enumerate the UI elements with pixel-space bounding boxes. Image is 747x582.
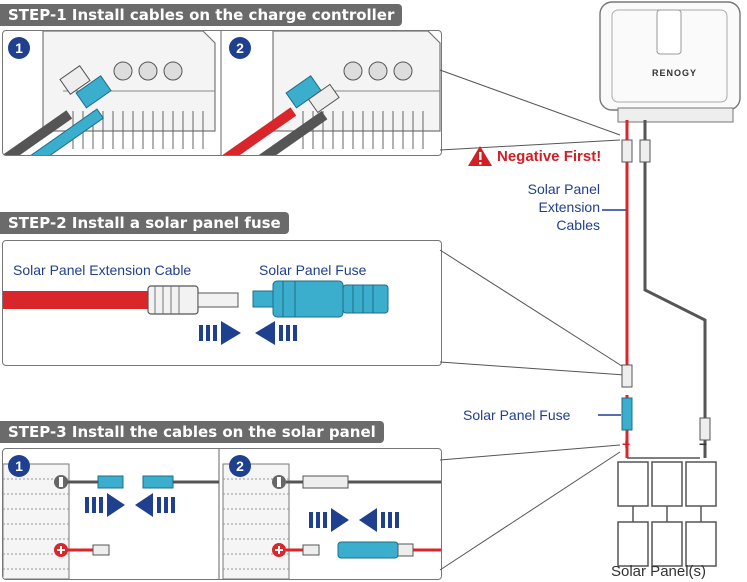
push-arrow-icon [85,493,125,517]
solar-panel-array [617,461,717,567]
fuse-label-right: Solar Panel Fuse [463,407,571,423]
step-1-panel: 1 2 [2,30,442,156]
step-1-badge-1: 1 [8,37,30,59]
negative-cable [643,120,707,420]
minus-sign-label: − [699,436,708,452]
solar-panels-label: Solar Panel(s) [611,563,707,580]
push-arrow-icon [309,508,349,532]
push-arrow-icon [359,508,399,532]
step-1-banner: STEP-1 Install cables on the charge cont… [0,4,403,26]
step-2-title: STEP-2 Install a solar panel fuse [8,214,281,232]
step-2-panel: Solar Panel Extension Cable Solar Panel … [2,240,442,366]
extension-cables-label: Solar Panel Extension Cables [527,181,600,233]
fuse-label-step2: Solar Panel Fuse [259,262,367,278]
step-3-badge-1: 1 [8,455,30,477]
extension-cable-red [3,291,148,309]
step-3-title: STEP-3 Install the cables on the solar p… [8,423,376,441]
push-arrow-icon [135,493,175,517]
step-3-panel: 1 2 [2,448,442,580]
step-2-illustration [3,280,389,345]
solar-panel-fuse [252,280,389,318]
negative-first-warning: Negative First! [497,148,602,165]
extension-cable-connector [147,285,239,315]
warning-triangle-icon [468,146,492,166]
extension-cable-label: Solar Panel Extension Cable [13,262,192,278]
step-2-banner: STEP-2 Install a solar panel fuse [0,212,289,234]
step-3-illustration [3,449,441,579]
charge-controller [599,1,741,123]
step-1-title: STEP-1 Install cables on the charge cont… [8,6,395,24]
step-3-badge-2: 2 [229,455,251,477]
plus-sign-label: + [622,436,631,452]
step-3-banner: STEP-3 Install the cables on the solar p… [0,421,384,443]
inline-fuse [621,397,633,431]
push-arrow-icon [255,321,297,345]
controller-brand: RENOGY [652,68,698,78]
step-1-illustration [3,31,441,155]
step-1-badge-2: 2 [229,37,251,59]
push-arrow-icon [199,321,241,345]
